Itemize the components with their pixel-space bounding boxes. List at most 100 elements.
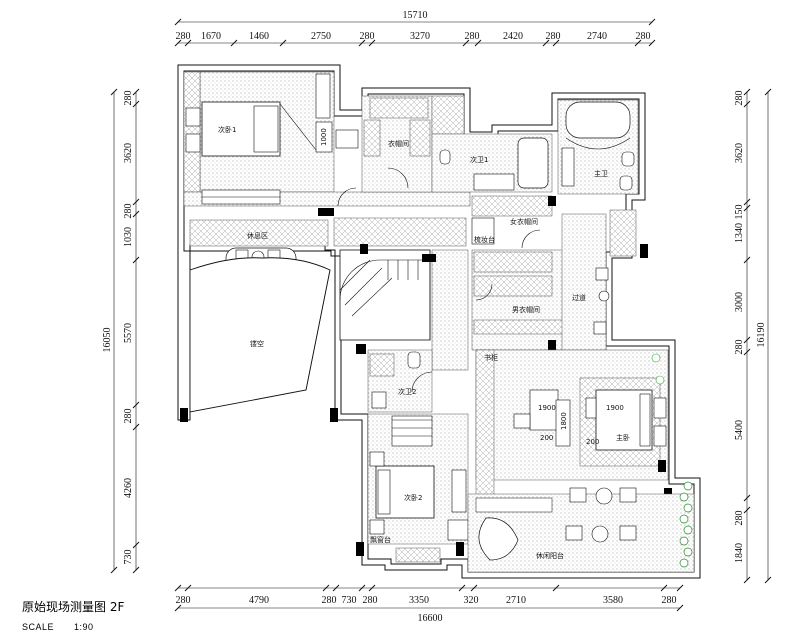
right-dim-tick [743, 336, 751, 344]
top-dim-tick [368, 39, 376, 47]
planter-icon [683, 525, 693, 535]
left-dim-tick [110, 566, 118, 574]
bottom-dim-8: 3580 [603, 595, 623, 606]
right-dim-tick [764, 88, 772, 96]
planter-icon [683, 481, 693, 491]
master-bedroom-label: 主卧 [616, 433, 630, 442]
right-dim-3: 1340 [734, 223, 745, 243]
top-dim-tick [542, 39, 550, 47]
bottom-total-dimension: 16600 [418, 613, 443, 624]
bedroom-1-desk-size: 1000 [320, 128, 328, 146]
top-dim-0: 280 [176, 31, 191, 42]
top-dim-9: 2740 [587, 31, 607, 42]
right-dim-8: 1840 [734, 543, 745, 563]
bottom-dim-tick [174, 584, 182, 592]
top-dim-tick [462, 39, 470, 47]
bottom-dim-3: 730 [342, 595, 357, 606]
staircase [333, 217, 469, 371]
planter-icon [679, 514, 689, 524]
top-dim-tick [174, 18, 182, 26]
bottom-dim-tick [332, 584, 340, 592]
top-dim-tick [648, 39, 656, 47]
top-dim-5: 3270 [410, 31, 430, 42]
closet: 衣帽间 [361, 95, 433, 193]
bottom-dim-2: 280 [322, 595, 337, 606]
bottom-dim-6: 320 [464, 595, 479, 606]
top-dim-tick [358, 39, 366, 47]
leisure-terrace: 休闲阳台 [467, 481, 695, 573]
bottom-dim-tick [358, 584, 366, 592]
bottom-dim-tick [676, 604, 684, 612]
right-dim-tick [743, 198, 751, 206]
master-bath-label: 主卫 [594, 169, 608, 178]
right-dim-tick [743, 576, 751, 584]
right-dim-6: 5400 [734, 420, 745, 440]
right-dim-2: 150 [734, 205, 745, 220]
left-dim-1: 3620 [123, 143, 134, 163]
bottom-dim-tick [470, 584, 478, 592]
top-dim-1: 1670 [201, 31, 221, 42]
right-total-dimension: 16190 [756, 323, 767, 348]
right-dim-tick [743, 88, 751, 96]
left-dim-tick [132, 100, 140, 108]
left-total-dimension: 16050 [102, 328, 113, 353]
top-dim-6: 280 [465, 31, 480, 42]
planter-icon [679, 492, 689, 502]
bottom-dim-1: 4790 [249, 595, 269, 606]
master-desk-size-1: 1900 [538, 404, 556, 412]
left-dim-7: 730 [123, 550, 134, 565]
right-dimension-chain: 16190 280 3620 150 1340 3000 280 5400 28… [734, 88, 772, 584]
bottom-dim-9: 280 [662, 595, 677, 606]
bottom-dim-tick [660, 584, 668, 592]
top-dim-2: 1460 [249, 31, 269, 42]
bottom-dim-4: 280 [363, 595, 378, 606]
bottom-dim-5: 3350 [409, 595, 429, 606]
right-dim-tick [743, 100, 751, 108]
left-dim-tick [110, 88, 118, 96]
bedroom-2-label: 次卧2 [404, 493, 422, 502]
bottom-dim-7: 2710 [506, 595, 526, 606]
bottom-dim-tick [322, 584, 330, 592]
top-dim-8: 280 [546, 31, 561, 42]
bottom-dimension-chain: 16600 280 4790 280 730 280 3350 320 2710… [174, 584, 684, 624]
bathroom-2-label: 次卫2 [398, 387, 416, 396]
master-bed-size-2: 1800 [560, 412, 568, 430]
right-dim-tick [743, 204, 751, 212]
void-label: 镂空 [250, 339, 264, 348]
bathroom-1-label: 次卫1 [470, 155, 488, 164]
right-dim-tick [743, 348, 751, 356]
right-dim-0: 280 [734, 91, 745, 106]
scale-value: 1:90 [74, 622, 94, 632]
scale-label: SCALE [22, 622, 55, 632]
right-dim-5: 280 [734, 340, 745, 355]
top-dim-tick [184, 39, 192, 47]
master-desk-size-3: 200 [586, 438, 599, 446]
bay-window-note: 飘窗台 [370, 535, 391, 544]
closet-label: 衣帽间 [388, 139, 409, 148]
left-dim-6: 4260 [123, 478, 134, 498]
lounge-label: 休息区 [247, 231, 268, 240]
desk-note: 书柜 [484, 353, 498, 362]
left-dim-5: 280 [123, 409, 134, 424]
left-dim-4: 5570 [123, 323, 134, 343]
right-dim-4: 3000 [734, 292, 745, 312]
right-dim-7: 280 [734, 511, 745, 526]
left-dim-tick [132, 401, 140, 409]
top-dim-tick [634, 39, 642, 47]
right-dim-tick [743, 256, 751, 264]
mens-closet: 男衣帽间 过道 [471, 196, 648, 351]
left-dim-tick [132, 541, 140, 549]
drawing-scale: SCALE 1:90 [22, 622, 94, 632]
planter-icon [679, 558, 689, 568]
bathroom-2: 次卫2 [367, 349, 433, 413]
top-dim-tick [230, 39, 238, 47]
bathroom-1: 次卫1 [431, 95, 553, 193]
bottom-dim-tick [368, 584, 376, 592]
top-dim-3: 2750 [311, 31, 331, 42]
top-dim-10: 280 [636, 31, 651, 42]
top-total-dimension: 15710 [403, 10, 428, 21]
left-dim-tick [132, 88, 140, 96]
left-dim-tick [132, 210, 140, 218]
left-dim-tick [132, 256, 140, 264]
